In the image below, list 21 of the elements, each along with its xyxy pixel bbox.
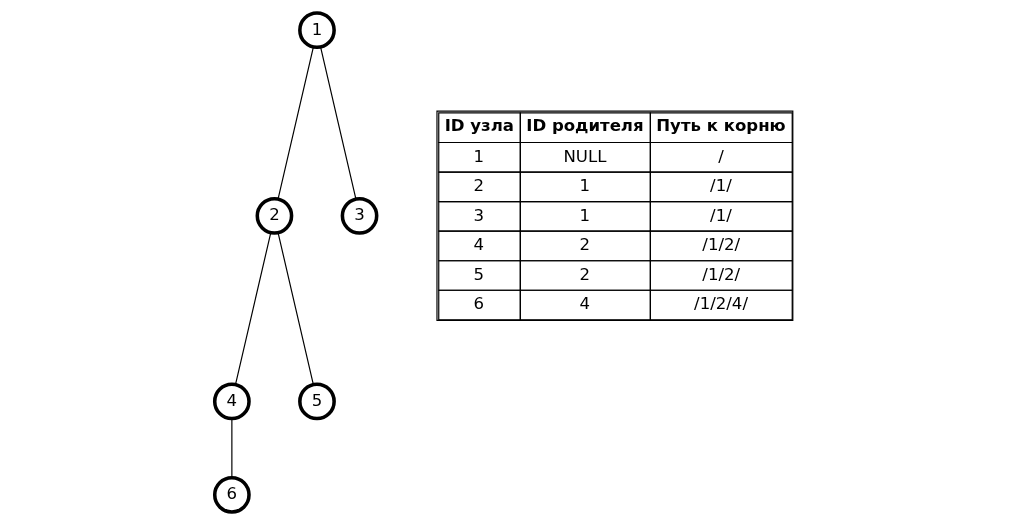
- label: 2: [473, 176, 485, 196]
- label: Путь к корню: [656, 115, 786, 135]
- label: 6: [473, 294, 485, 314]
- label: /1/2/4/: [694, 294, 748, 314]
- label: 1: [473, 146, 485, 166]
- label: 2: [579, 264, 590, 284]
- label: ID узла: [444, 115, 515, 135]
- label: 2: [579, 235, 590, 255]
- label: /1/: [710, 176, 732, 196]
- label: 1: [579, 205, 590, 225]
- label: /1/2/: [702, 235, 741, 255]
- label: 5: [473, 264, 485, 284]
- label: /1/2/: [702, 264, 741, 284]
- label: 3: [473, 205, 485, 225]
- label: /: [718, 146, 724, 166]
- label: 4: [473, 235, 485, 255]
- label: /1/: [710, 205, 732, 225]
- label: ID родителя: [526, 115, 644, 135]
- label: 4: [579, 294, 590, 314]
- label: NULL: [563, 146, 607, 166]
- label: 1: [579, 176, 590, 196]
